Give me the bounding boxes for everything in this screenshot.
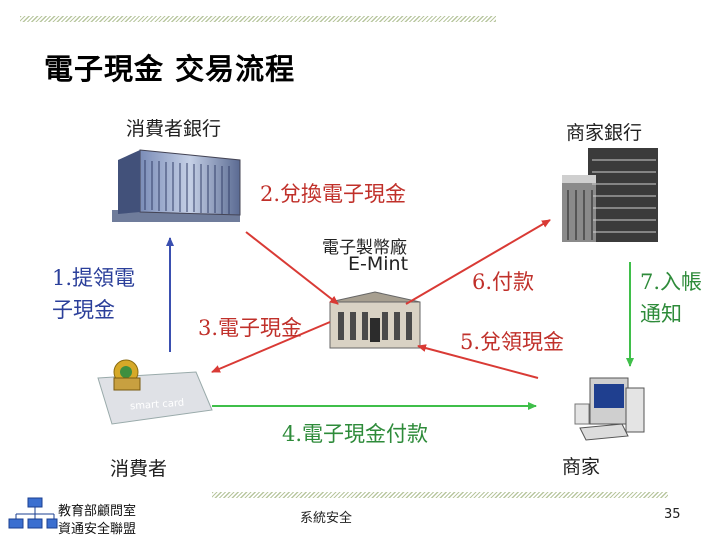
arrow-redeem	[417, 344, 539, 379]
org-logo-icon	[8, 497, 58, 529]
consumer-label: 消費者	[110, 458, 168, 480]
arrow-pay-merchant-bank	[405, 219, 551, 305]
step-3-label: 3.電子現金	[198, 316, 303, 340]
step-7-label-line2: 通知	[640, 302, 682, 326]
merchant-bank-label: 商家銀行	[566, 122, 643, 144]
emint-name-label: 電子製幣廠	[322, 238, 407, 258]
merchant-bank-building-icon	[562, 148, 658, 242]
arrow-ecash-to-consumer	[211, 321, 331, 373]
computer-icon	[574, 377, 645, 441]
step-7-label-line1: 7.入帳	[640, 270, 703, 294]
merchant-label: 商家	[562, 456, 601, 478]
step-1-label-line2: 子現金	[52, 298, 115, 322]
smart-card-text: smart card	[130, 398, 185, 413]
org-name-line2: 資通安全聯盟	[58, 522, 137, 537]
page-number: 35	[664, 507, 681, 522]
flow-arrows	[166, 219, 634, 410]
step-2-label: 2.兌換電子現金	[260, 182, 407, 206]
arrow-exchange	[245, 231, 339, 305]
bottom-divider	[212, 492, 668, 498]
step-5-label: 5.兌領現金	[460, 330, 565, 354]
step-6-label: 6.付款	[472, 270, 535, 294]
org-name-line1: 教育部顧問室	[58, 504, 137, 519]
footer-course-title: 系統安全	[300, 511, 353, 526]
emint-en-label: E-Mint	[348, 253, 409, 275]
mint-building-icon	[329, 291, 421, 349]
consumer-bank-building-icon	[112, 149, 241, 222]
smart-card-icon: smart card	[97, 359, 213, 425]
consumer-bank-label: 消費者銀行	[126, 118, 222, 140]
step-1-label-line1: 1.提領電	[52, 266, 136, 290]
step-4-label: 4.電子現金付款	[282, 422, 429, 446]
top-divider	[20, 16, 496, 22]
page-title: 電子現金 交易流程	[44, 52, 296, 86]
